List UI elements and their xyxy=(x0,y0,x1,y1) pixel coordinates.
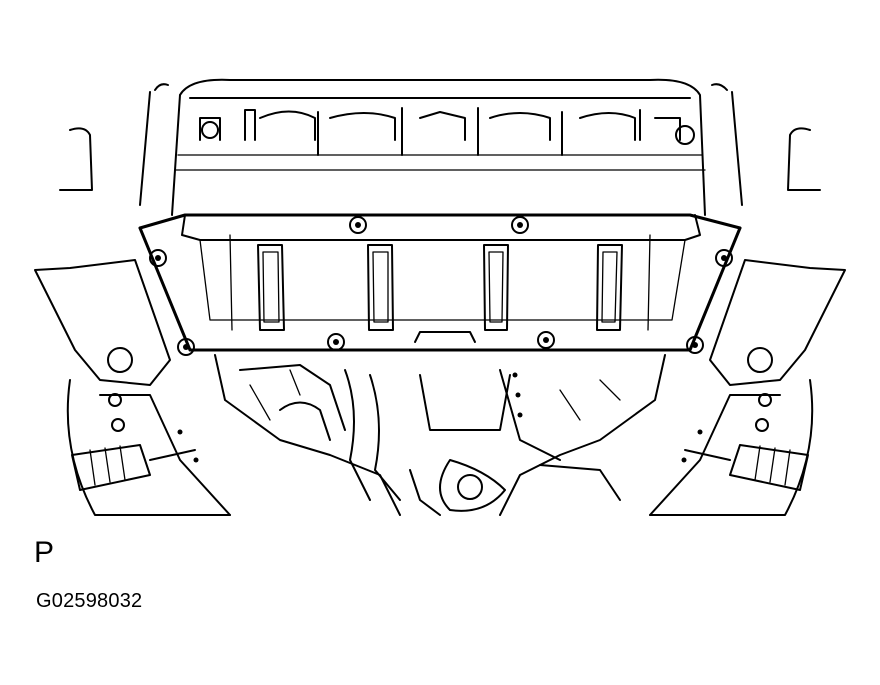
suspension-right xyxy=(649,379,814,516)
side-fenders xyxy=(34,259,846,386)
undercarriage-illustration xyxy=(34,78,846,516)
view-label: P xyxy=(34,536,55,569)
figure-id: G02598032 xyxy=(36,590,143,612)
bumper-outline xyxy=(59,78,821,216)
under-cover-panel xyxy=(138,213,742,352)
bumper-brackets xyxy=(199,107,695,156)
engine-underside xyxy=(177,354,703,516)
cover-bolts xyxy=(149,216,733,356)
suspension-left xyxy=(66,379,231,516)
